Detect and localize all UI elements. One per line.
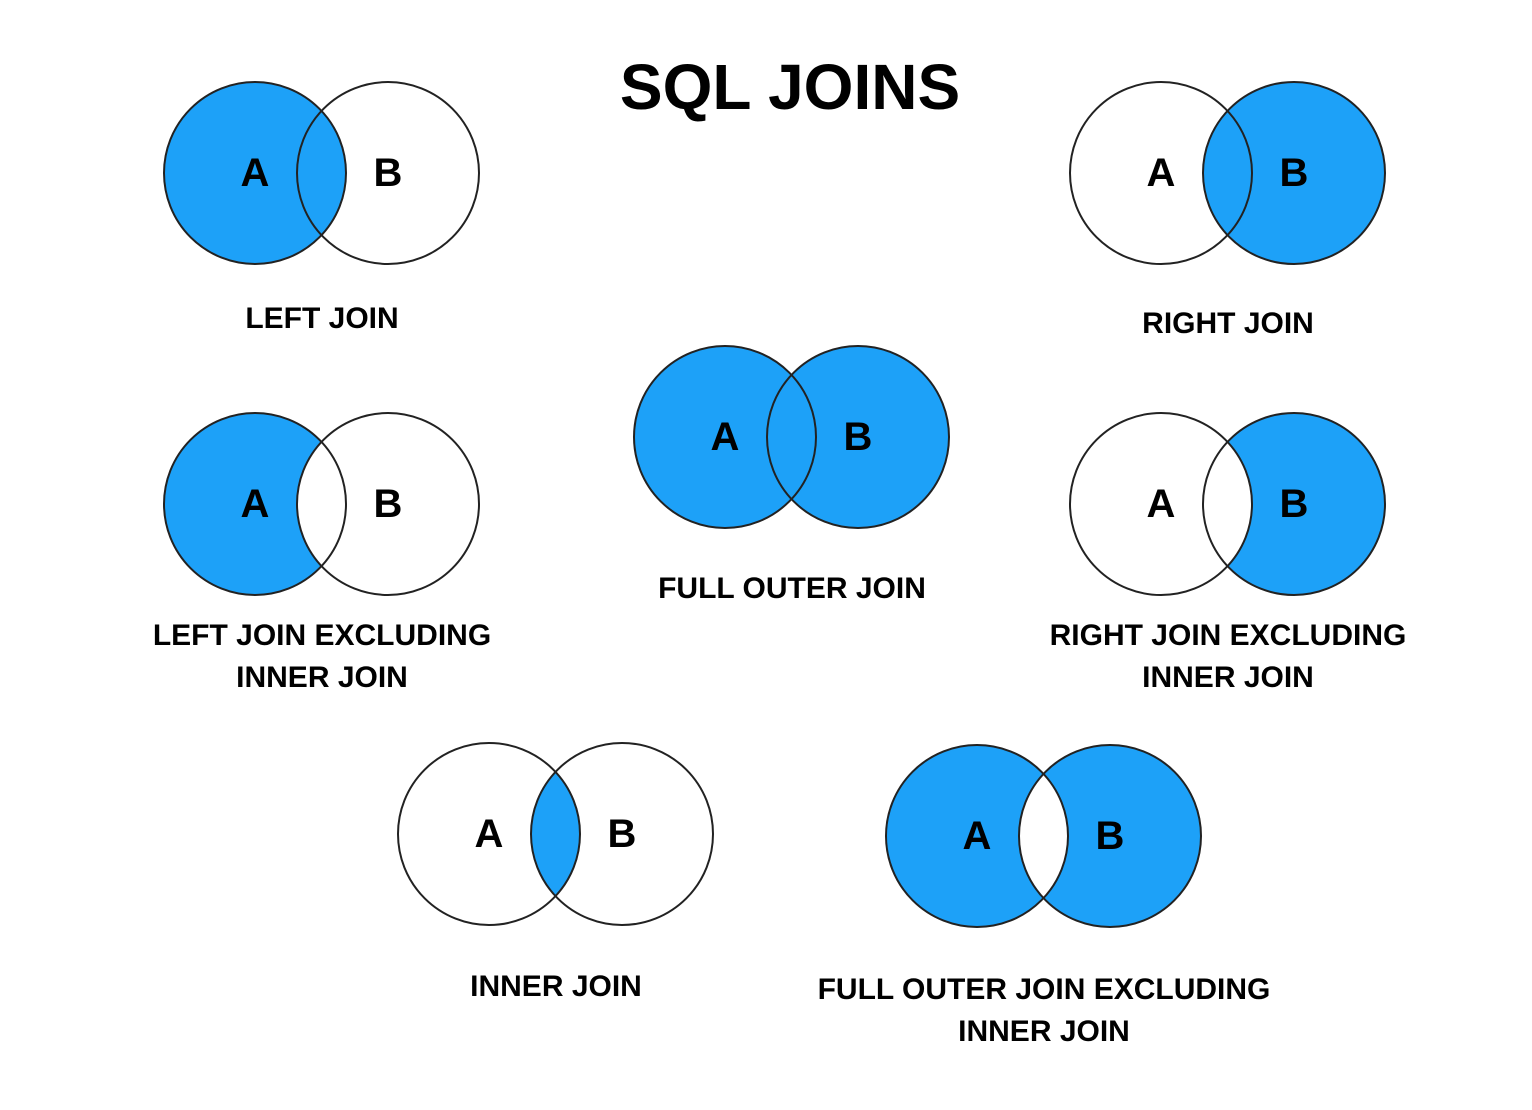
caption-line: LEFT JOIN EXCLUDING (152, 619, 492, 652)
circle-a-label: A (711, 415, 740, 459)
circle-b-outline (1018, 744, 1202, 928)
caption-inner-join: INNER JOIN (394, 966, 718, 1008)
circle-b-outline (766, 345, 950, 529)
circle-b-label: B (1096, 814, 1125, 858)
circle-b-outline (296, 81, 480, 265)
circle-a-outline (885, 744, 1069, 928)
circle-b-label: B (608, 812, 637, 856)
circle-b-label: B (844, 415, 873, 459)
caption-line: INNER JOIN (958, 1015, 1130, 1048)
venn-full-outer-join: A B (633, 345, 950, 529)
circle-b-label: B (1280, 151, 1309, 195)
venn-inner-join: A B (397, 742, 714, 926)
caption-line: FULL OUTER JOIN EXCLUDING (817, 973, 1271, 1006)
caption-line: RIGHT JOIN (1142, 307, 1314, 340)
circle-b-label: B (1280, 482, 1309, 526)
circle-a-label: A (963, 814, 992, 858)
caption-full-outer-excluding: FULL OUTER JOIN EXCLUDING INNER JOIN (764, 969, 1324, 1053)
venn-right-excluding: A B (1069, 412, 1386, 596)
caption-line: INNER JOIN (236, 661, 408, 694)
caption-left-join: LEFT JOIN (160, 298, 484, 340)
venn-right-join: A B (1069, 81, 1386, 265)
circle-a-outline (633, 345, 817, 529)
circle-a-outline (397, 742, 581, 926)
circle-b-outline (530, 742, 714, 926)
circle-a-label: A (241, 482, 270, 526)
caption-line: FULL OUTER JOIN (658, 572, 926, 605)
circle-b-label: B (374, 482, 403, 526)
caption-line: LEFT JOIN (245, 302, 399, 335)
venn-left-join: A B (163, 81, 480, 265)
circle-a-label: A (1147, 151, 1176, 195)
circle-b-label: B (374, 151, 403, 195)
caption-left-excluding: LEFT JOIN EXCLUDING INNER JOIN (102, 615, 542, 699)
circle-a-label: A (1147, 482, 1176, 526)
circle-a-outline (1069, 412, 1253, 596)
caption-full-outer-join: FULL OUTER JOIN (592, 568, 992, 610)
page-title: SQL JOINS (619, 51, 961, 123)
circle-b-outline (296, 412, 480, 596)
caption-right-join: RIGHT JOIN (1066, 303, 1390, 345)
venn-full-outer-excluding: A B (885, 744, 1202, 928)
caption-right-excluding: RIGHT JOIN EXCLUDING INNER JOIN (1000, 615, 1456, 699)
circle-b-outline (1202, 412, 1386, 596)
circle-a-label: A (475, 812, 504, 856)
venn-left-excluding: A B (163, 412, 480, 596)
circle-a-outline (163, 412, 347, 596)
circle-b-outline (1202, 81, 1386, 265)
caption-line: RIGHT JOIN EXCLUDING (1049, 619, 1407, 652)
circle-a-outline (1069, 81, 1253, 265)
circle-a-label: A (241, 151, 270, 195)
caption-line: INNER JOIN (470, 970, 642, 1003)
caption-line: INNER JOIN (1142, 661, 1314, 694)
circle-a-outline (163, 81, 347, 265)
